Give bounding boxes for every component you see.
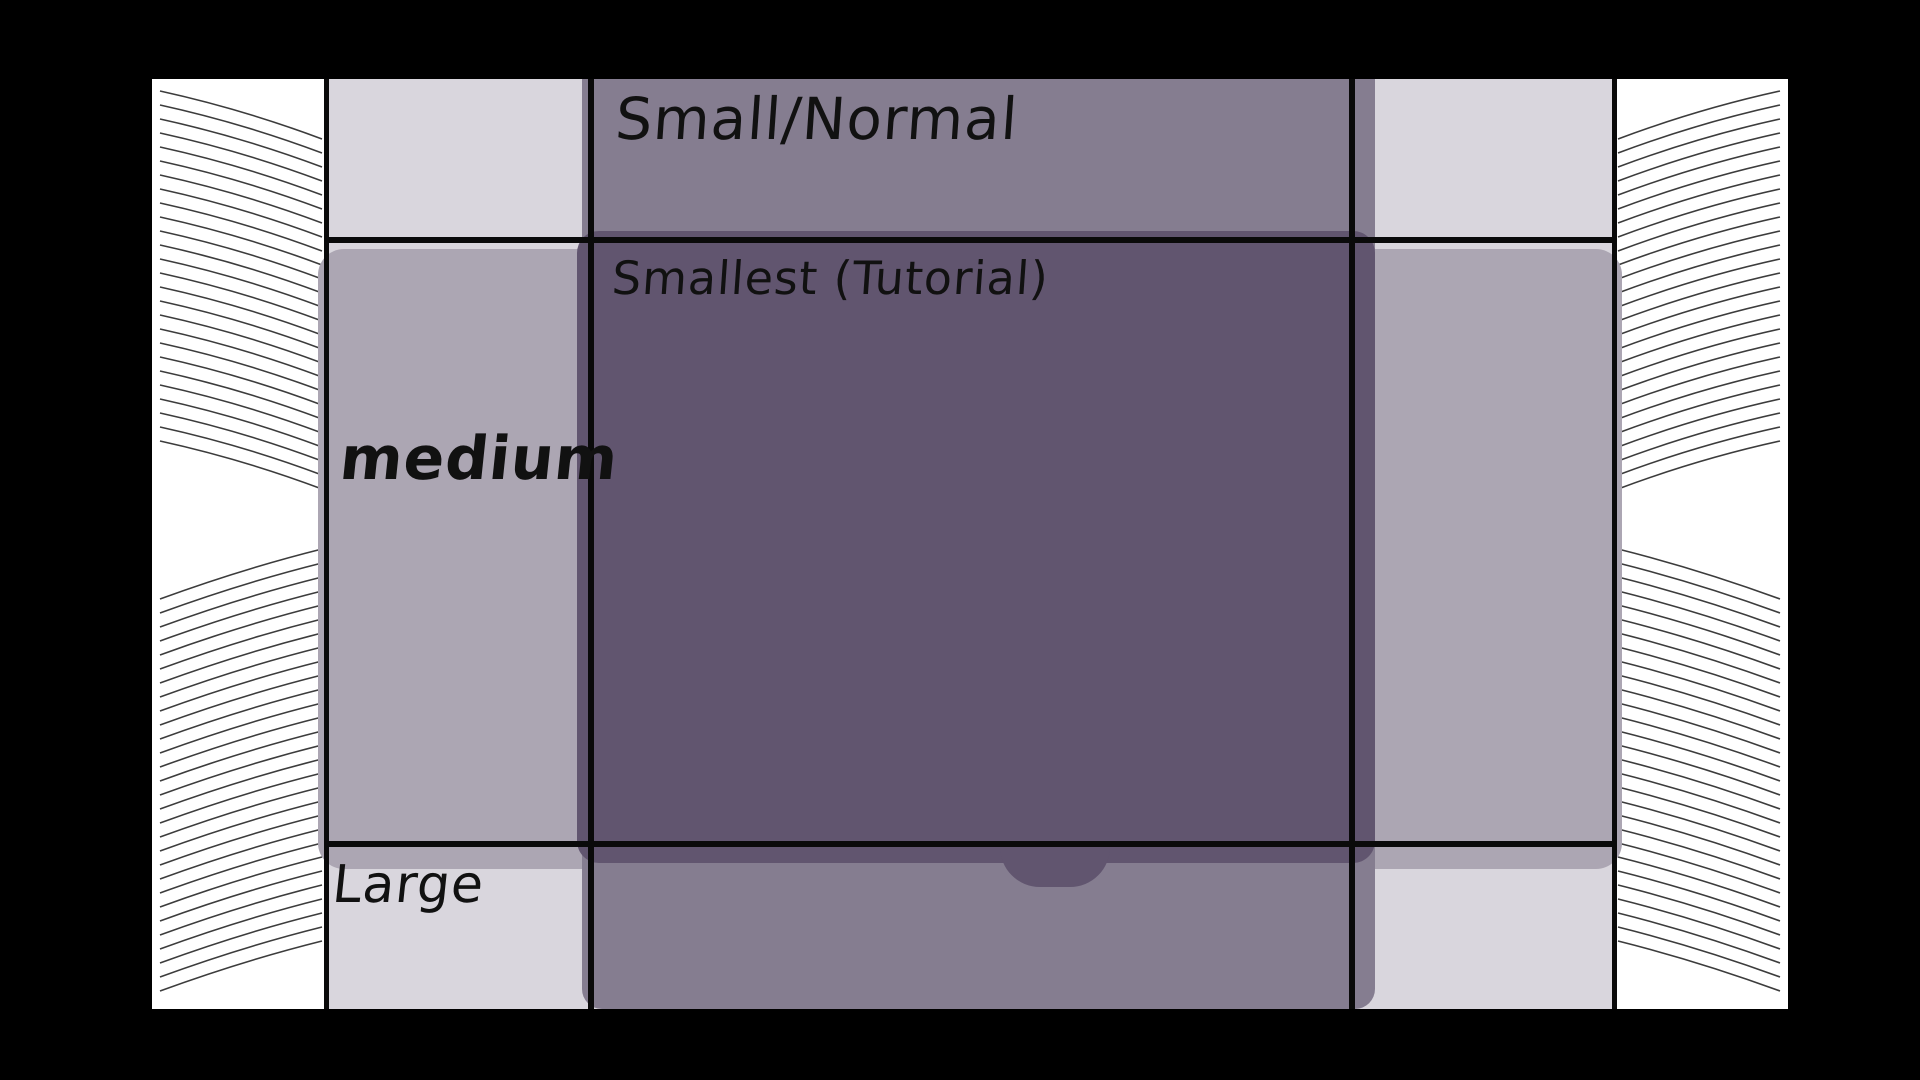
layout-diagram: Small/Normal Smallest (Tutorial) medium … [152, 79, 1788, 1009]
label-medium: medium [336, 424, 622, 494]
grid-line-vertical-1 [324, 79, 329, 1009]
right-hatch-margin [1617, 90, 1781, 992]
smallest-zone [577, 231, 1375, 863]
label-smallest: Smallest (Tutorial) [610, 251, 1051, 305]
label-large: Large [329, 855, 488, 915]
grid-line-vertical-2 [588, 79, 594, 1009]
smallest-zone-bump [1000, 839, 1110, 887]
label-small-normal: Small/Normal [613, 85, 1021, 153]
grid-line-vertical-4 [1612, 79, 1617, 1009]
left-hatch-margin [159, 90, 323, 992]
grid-line-horizontal-1 [326, 237, 1615, 243]
grid-line-vertical-3 [1349, 79, 1355, 1009]
grid-line-horizontal-2 [326, 841, 1615, 847]
